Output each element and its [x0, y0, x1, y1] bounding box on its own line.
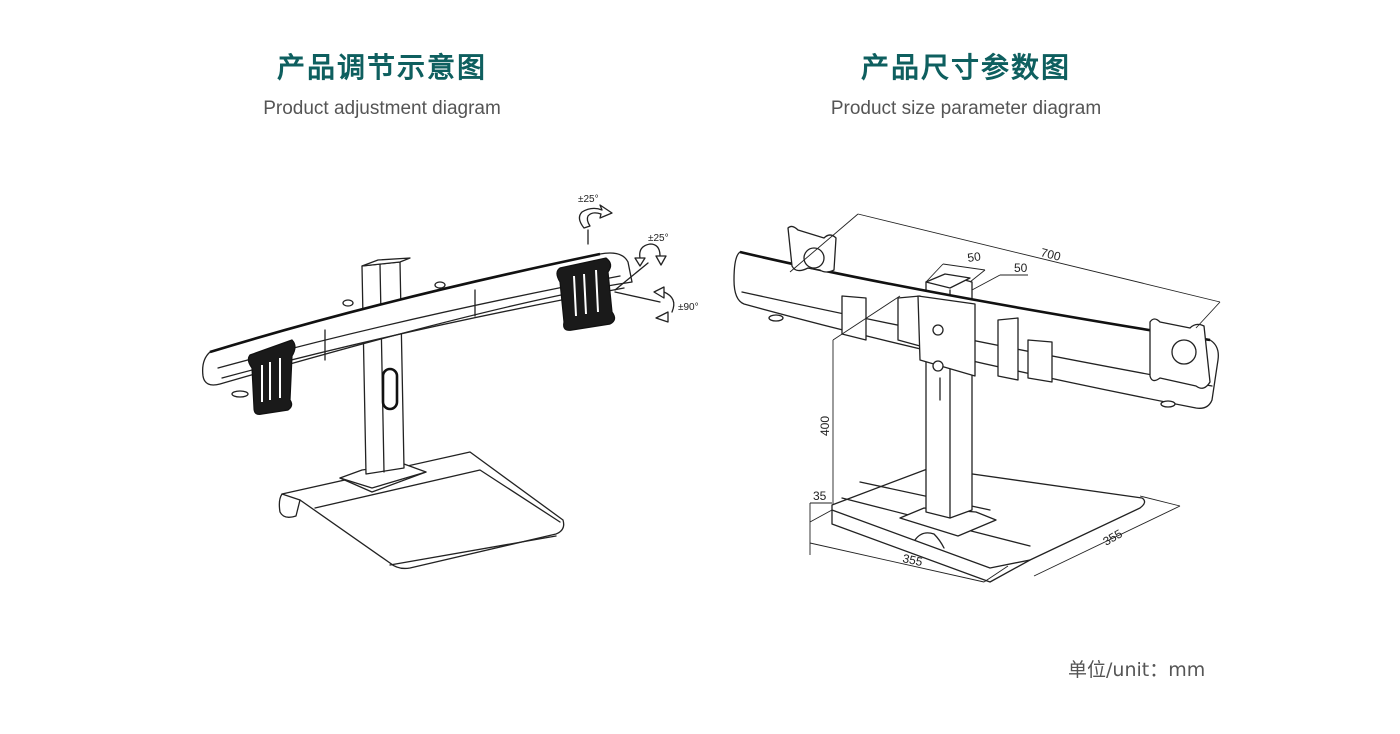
dim-700 — [789, 213, 1221, 329]
stand-base-right — [831, 467, 1146, 583]
rotate-arrow-icon — [614, 286, 675, 323]
unit-label: 单位/unit：mm — [1068, 659, 1206, 681]
knob-icon — [768, 314, 784, 322]
dim-400 — [832, 295, 901, 504]
dim-50a — [925, 263, 986, 283]
stand-base-left — [278, 451, 565, 570]
post-foot-plate-right — [899, 507, 997, 537]
dim-50b-label: 50 — [1014, 261, 1028, 275]
cable-slot — [381, 367, 399, 411]
rotate-angle-label: ±90° — [678, 302, 699, 313]
dim-355-depth-label: 355 — [1101, 526, 1126, 548]
cable-clip — [1027, 339, 1053, 383]
adjustment-title-cn: 产品调节示意图 — [276, 51, 487, 84]
crossbar-right — [733, 250, 1219, 409]
cable-clip — [841, 295, 867, 341]
dim-400-label: 400 — [818, 416, 832, 436]
dim-35-label: 35 — [813, 489, 827, 503]
dim-355-width — [809, 542, 1009, 583]
dim-50b — [971, 274, 1028, 291]
vesa-plate-right-right — [1149, 318, 1211, 389]
vesa-plate-left-monitor — [231, 339, 296, 415]
dim-700-label: 700 — [1039, 245, 1062, 264]
dim-50a-label: 50 — [966, 249, 981, 265]
dim-355-width-label: 355 — [901, 551, 924, 569]
knob-icon — [231, 390, 249, 398]
dim-35 — [809, 502, 833, 555]
tilt-angle-label: ±25° — [578, 194, 599, 205]
size-title-en: Product size parameter diagram — [830, 98, 1102, 119]
dim-355-depth — [1033, 495, 1181, 577]
swivel-arrow-icon — [614, 243, 667, 291]
tilt-arrow-icon — [578, 204, 613, 245]
post-foot-plate-left — [339, 463, 427, 493]
post-left — [361, 257, 411, 475]
vesa-plate-right-monitor — [556, 257, 616, 331]
size-title-cn: 产品尺寸参数图 — [860, 51, 1071, 84]
swivel-angle-label: ±25° — [648, 233, 669, 244]
adjustment-title-en: Product adjustment diagram — [263, 98, 501, 119]
vesa-plate-right-left — [787, 225, 837, 273]
knob-icon — [1160, 400, 1176, 408]
